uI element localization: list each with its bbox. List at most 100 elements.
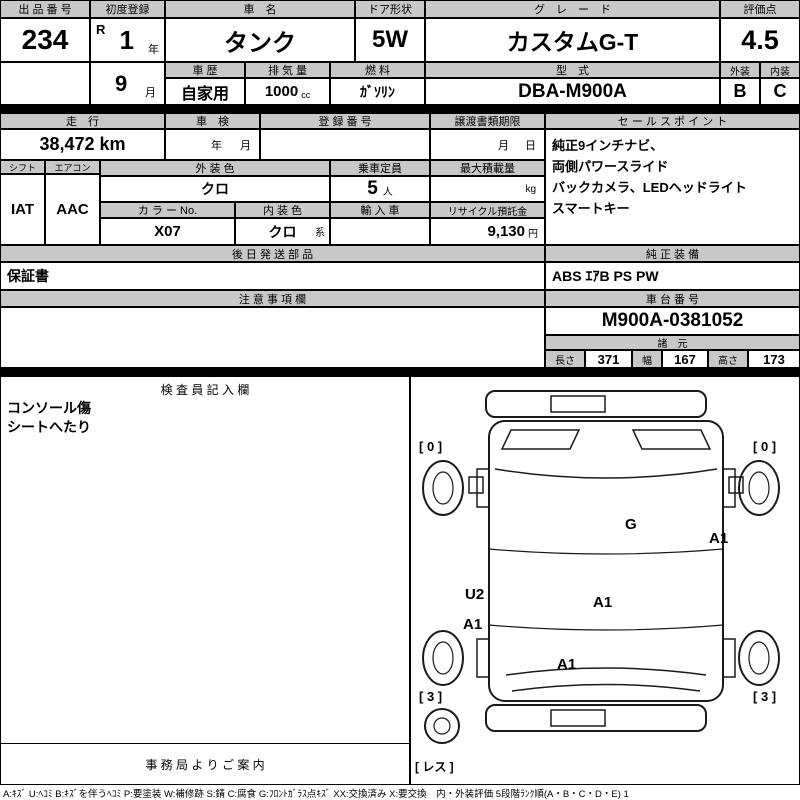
- inspector-box: 検 査 員 記 入 欄 コンソール傷 シートへたり 事 務 局 よ り ご 案 …: [0, 376, 410, 785]
- sales-point-line: バックカメラ、LEDヘッドライト: [552, 180, 747, 195]
- car-damage-diagram: [ 0 ] [ 0 ] [ 3 ] [ 3 ] [ レス ] G A1 U2 A…: [415, 390, 780, 774]
- spare-tire-icon: [424, 708, 460, 744]
- rear-window-bottom-line: [511, 683, 701, 692]
- mirror-right: [728, 476, 744, 494]
- displacement-label: 排 気 量: [245, 62, 330, 78]
- history-value: 自家用: [165, 78, 245, 105]
- max-load-label: 最大積載量: [430, 160, 545, 176]
- score-value: 4.5: [720, 18, 800, 62]
- separator-bar-top: [0, 105, 800, 113]
- mileage-label: 走 行: [0, 113, 165, 129]
- damage-mark-rear-left: A1: [557, 656, 576, 673]
- height-value: 173: [748, 350, 800, 368]
- interior-color-unit: 系: [315, 228, 325, 239]
- wheel-arch-rear-right: [722, 638, 736, 678]
- first-reg-era: R: [96, 22, 106, 37]
- import-car-value: [330, 218, 430, 245]
- recycle-deposit-value: 9,130: [487, 223, 525, 240]
- rear-window-top-line: [505, 667, 707, 676]
- fuel-value: ｶﾞｿﾘﾝ: [330, 78, 425, 105]
- sales-point-line: 純正9インチナビ、: [552, 138, 664, 153]
- grade-value: カスタムG-T: [425, 18, 720, 62]
- first-reg-month-cell: 9 月: [90, 62, 165, 105]
- door-shape-label: ドア形状: [355, 0, 425, 18]
- notes-label: 注 意 事 項 欄: [0, 290, 545, 307]
- exterior-color-label: 外 装 色: [100, 160, 330, 176]
- front-bumper: [485, 390, 707, 418]
- registration-no-label: 登 録 番 号: [260, 113, 430, 129]
- displacement-value-cell: 1000 cc: [245, 78, 330, 105]
- shift-value: IAT: [0, 174, 45, 245]
- wheel-arch-rear-left: [476, 638, 490, 678]
- inspection-label: 車 検: [165, 113, 260, 129]
- inspector-note-line: シートへたり: [7, 419, 91, 435]
- model-code-value: DBA-M900A: [425, 78, 720, 105]
- inspector-notes-label: 検 査 員 記 入 欄: [160, 383, 250, 397]
- capacity-label: 乗車定員: [330, 160, 430, 176]
- mirror-left: [468, 476, 484, 494]
- transfer-deadline-label: 譲渡書類期限: [430, 113, 545, 129]
- later-shipping-parts-value: 保証書: [0, 262, 545, 290]
- exterior-grade-value: B: [720, 78, 760, 105]
- inspector-note-line: コンソール傷: [7, 400, 91, 416]
- interior-grade-label: 内装: [760, 62, 800, 78]
- windshield-line: [494, 468, 718, 479]
- separator-bar-bottom: [0, 368, 800, 376]
- auction-no-label: 出 品 番 号: [0, 0, 90, 18]
- tire-depth-rear-left: [ 3 ]: [419, 689, 442, 704]
- office-info-label: 事 務 局 よ り ご 案 内: [1, 743, 409, 784]
- aircon-value: AAC: [45, 174, 100, 245]
- door-line-rear: [488, 624, 724, 631]
- max-load-unit: kg: [525, 183, 536, 195]
- rim-front-right-icon: [748, 471, 770, 505]
- tire-depth-rear-right: [ 3 ]: [753, 689, 776, 704]
- max-load-value-cell: kg: [430, 176, 545, 202]
- tire-depth-front-right: [ 0 ]: [753, 439, 776, 454]
- transfer-day-unit: 日: [525, 139, 536, 152]
- car-name-value: タンク: [165, 18, 355, 62]
- capacity-unit: 人: [382, 187, 393, 198]
- import-car-label: 輸 入 車: [330, 202, 430, 218]
- tire-front-right-icon: [738, 460, 780, 516]
- first-reg-year-unit: 年: [147, 44, 159, 56]
- tire-front-left-icon: [422, 460, 464, 516]
- car-outline: [422, 390, 780, 744]
- first-reg-month: 9: [115, 70, 128, 96]
- legend: A:ｷｽﾞ U:ﾍｺﾐ B:ｷｽﾞを伴うﾍｺﾐ P:要塗装 W:補修跡 S:錆 …: [3, 788, 629, 800]
- rim-rear-right-icon: [748, 641, 770, 675]
- interior-color-value: クロ: [268, 223, 297, 240]
- inspector-notes-content: コンソール傷 シートへたり: [7, 399, 91, 437]
- wheel-arch-front-left: [476, 468, 490, 508]
- rear-license-plate: [550, 709, 606, 727]
- rim-front-left-icon: [432, 471, 454, 505]
- damage-mark-center: A1: [593, 594, 612, 611]
- hood-panel-right: [631, 429, 712, 450]
- hood-panel-left: [500, 429, 581, 450]
- sales-point-line: スマートキー: [552, 201, 630, 216]
- shift-label: シフト: [0, 160, 45, 174]
- registration-no-value: [260, 129, 430, 160]
- displacement-unit: cc: [301, 90, 311, 100]
- length-value: 371: [585, 350, 632, 368]
- first-reg-label: 初度登録: [90, 0, 165, 18]
- width-label: 幅: [632, 350, 662, 368]
- grade-label: グ レ ー ド: [425, 0, 720, 18]
- transfer-deadline-cell: 月 日: [430, 129, 545, 160]
- damage-mark-right-side: A1: [709, 530, 728, 547]
- spare-rim-icon: [433, 717, 451, 735]
- chassis-no-value: M900A-0381052: [545, 307, 800, 335]
- car-body: [488, 420, 724, 702]
- transfer-month-unit: 月: [498, 139, 509, 152]
- sales-point-line: 両側パワースライド: [552, 159, 669, 174]
- auction-no-value: 234: [0, 18, 90, 62]
- sales-point-content: 純正9インチナビ、 両側パワースライド バックカメラ、LEDヘッドライト スマー…: [545, 129, 800, 245]
- exterior-color-value: クロ: [100, 176, 330, 202]
- damage-mark-glass: G: [625, 516, 637, 533]
- diagram-box: [ 0 ] [ 0 ] [ 3 ] [ 3 ] [ レス ] G A1 U2 A…: [410, 376, 800, 785]
- score-label: 評価点: [720, 0, 800, 18]
- first-reg-month-unit: 月: [145, 87, 156, 99]
- car-name-label: 車 名: [165, 0, 355, 18]
- genuine-equipment-value: ABS ｴｱB PS PW: [545, 262, 800, 290]
- color-no-label: カ ラ ー No.: [100, 202, 235, 218]
